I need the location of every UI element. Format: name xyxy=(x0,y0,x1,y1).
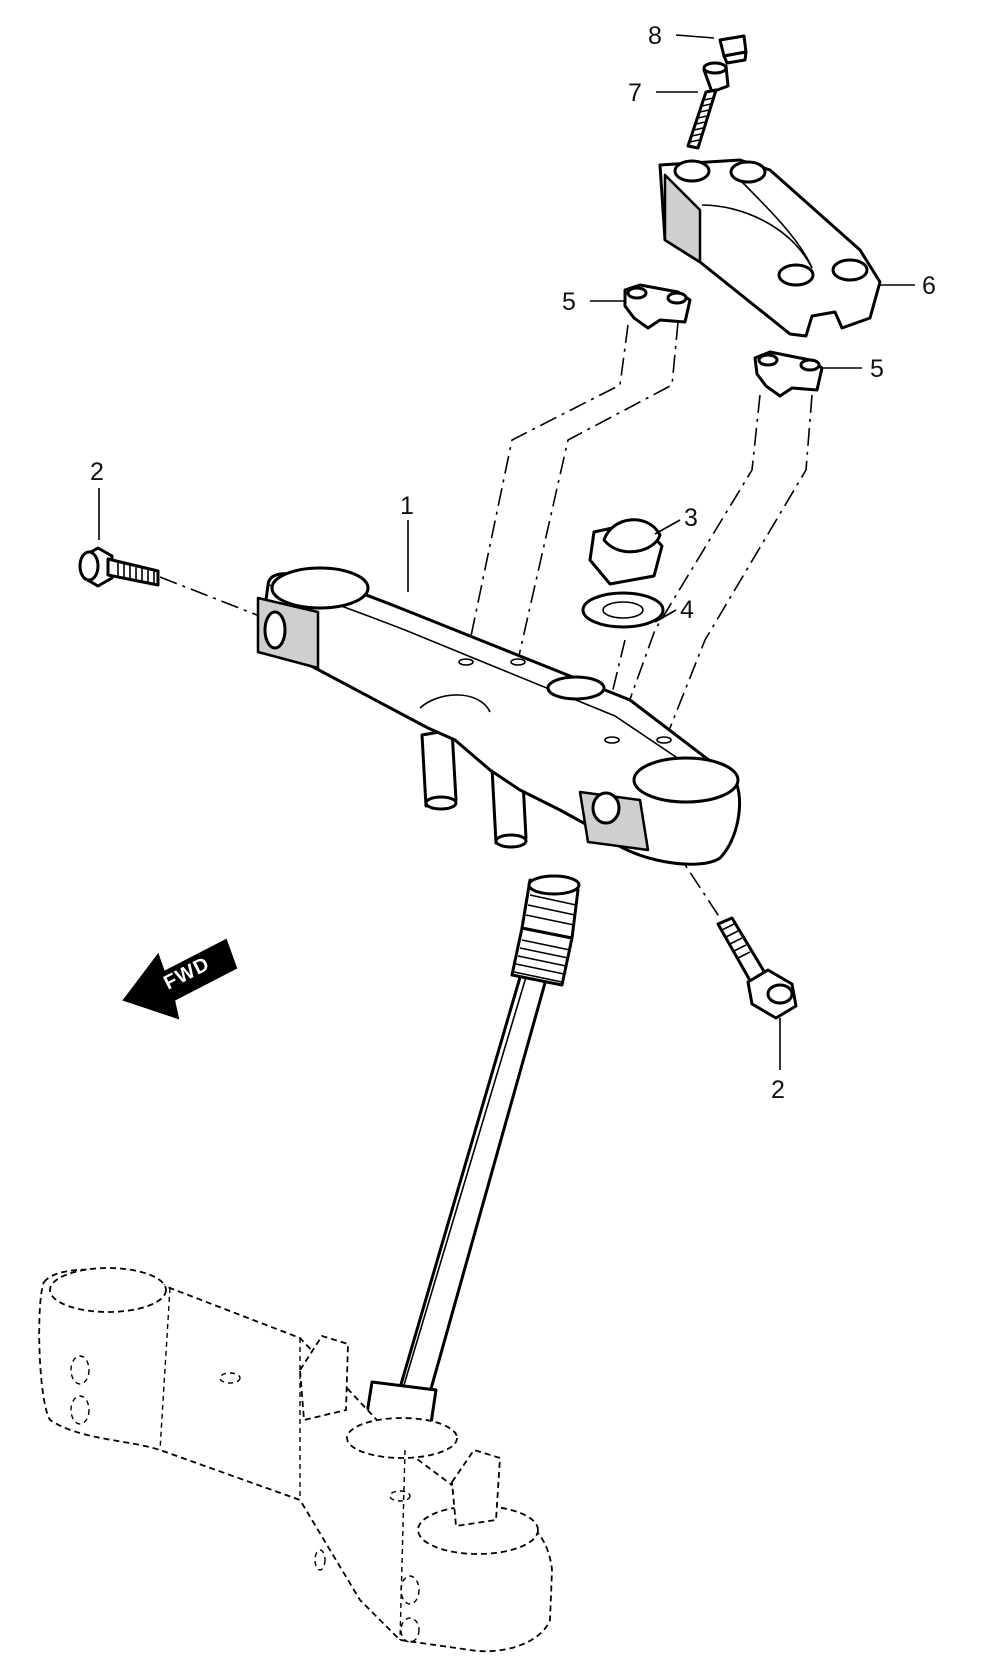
callout-3: 3 xyxy=(684,504,698,532)
part-5-right-lower-holder xyxy=(753,350,824,398)
part-3-nut xyxy=(588,518,664,586)
part-4-washer xyxy=(581,591,665,629)
callout-2-left: 2 xyxy=(90,458,104,486)
callout-4: 4 xyxy=(680,596,694,624)
part-2-left-bolt xyxy=(78,546,160,588)
leader-3 xyxy=(654,519,681,535)
lower-bracket xyxy=(38,1267,553,1653)
callout-5-left: 5 xyxy=(562,288,576,316)
leader-8 xyxy=(675,34,715,39)
part-7-screw xyxy=(686,61,730,150)
part-6-upper-holder xyxy=(658,158,882,338)
callout-2-right: 2 xyxy=(771,1076,785,1104)
callout-6: 6 xyxy=(922,272,936,300)
part-1-upper-bracket xyxy=(256,566,742,866)
leader-4 xyxy=(654,609,677,623)
callout-8: 8 xyxy=(648,22,662,50)
part-8-cap xyxy=(718,34,748,65)
forward-direction-arrow-icon: FWD xyxy=(122,938,238,1020)
steering-stem xyxy=(364,874,581,1432)
callout-5-right: 5 xyxy=(870,355,884,383)
part-5-left-lower-holder xyxy=(623,283,692,330)
callout-1: 1 xyxy=(400,492,414,520)
callout-7: 7 xyxy=(628,79,642,107)
part-2-right-bolt xyxy=(716,916,798,1020)
